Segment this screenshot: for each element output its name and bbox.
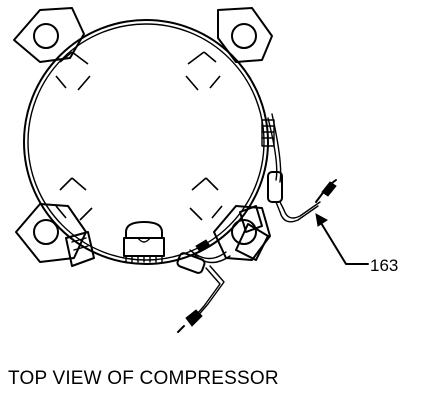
terminal-cover (123, 221, 165, 263)
compressor-shell (23, 19, 269, 265)
lower-wiring (176, 205, 269, 333)
callout-label-163: 163 (370, 256, 398, 275)
wire-harness (261, 113, 337, 223)
callout-leader (315, 213, 369, 265)
mount-corner-markers (55, 51, 223, 221)
left-connector-block (65, 231, 95, 267)
mounting-foot-top-right (217, 7, 273, 63)
mounting-foot-top-left (13, 7, 85, 63)
harness-clamp (261, 119, 275, 147)
drawing-caption: TOP VIEW OF COMPRESSOR (8, 368, 279, 389)
